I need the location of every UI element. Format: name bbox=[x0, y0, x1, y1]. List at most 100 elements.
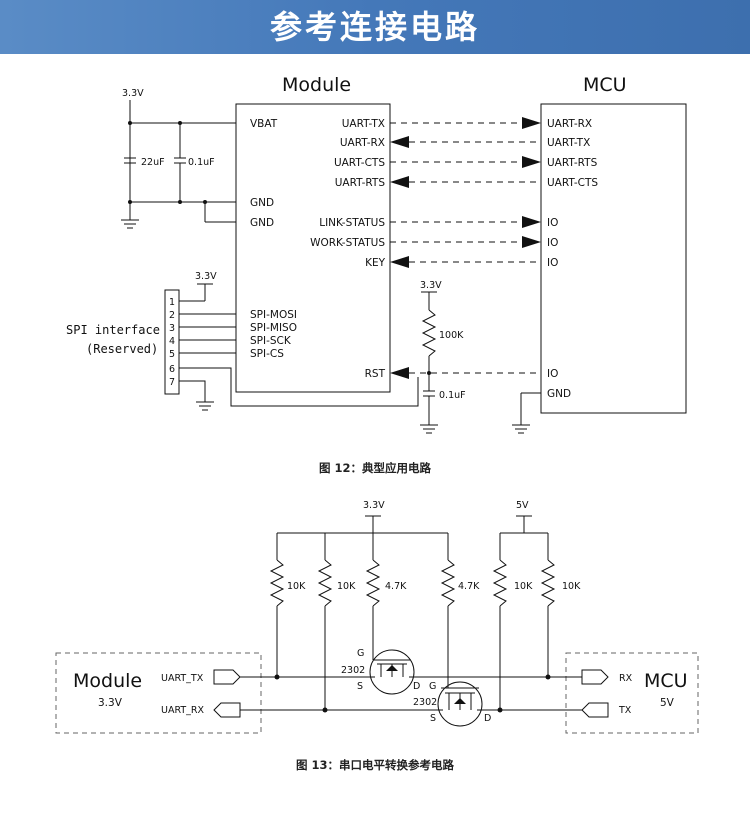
arrow-left-icon bbox=[390, 176, 409, 188]
mcu-pin-uart-rx: UART-RX bbox=[547, 118, 592, 130]
res-col-1: 10K bbox=[269, 533, 306, 677]
arrow-right-icon bbox=[522, 156, 541, 168]
arrow-right-icon bbox=[522, 236, 541, 248]
rx-label: RX bbox=[619, 673, 633, 684]
figure-13-caption: 图 13：串口电平转换参考电路 bbox=[296, 758, 455, 772]
module-box bbox=[235, 103, 391, 393]
rst-supply-label: 3.3V bbox=[420, 280, 442, 291]
spi-reserved-label: (Reserved) bbox=[86, 342, 158, 356]
mcu-box bbox=[540, 103, 687, 414]
pin-gnd-2: GND bbox=[250, 217, 274, 229]
uart-rx-label: UART_RX bbox=[161, 705, 205, 716]
figure-12-caption: 图 12：典型应用电路 bbox=[319, 461, 432, 475]
mcu-pin-gnd: GND bbox=[547, 388, 571, 400]
res-col-6: 10K bbox=[540, 533, 581, 677]
mosfet-q1: G 2302 S D bbox=[341, 648, 420, 695]
spi-pin-6: 6 bbox=[169, 364, 175, 375]
module-label-2: Module bbox=[73, 670, 142, 692]
pin-uart-cts: UART-CTS bbox=[334, 157, 385, 169]
pin-uart-rx: UART-RX bbox=[340, 137, 385, 149]
pin-link-status: LINK-STATUS bbox=[319, 217, 385, 229]
page-title: 参考连接电路 bbox=[269, 8, 480, 46]
pin-spi-cs: SPI-CS bbox=[250, 348, 284, 360]
arrow-left-icon bbox=[390, 136, 409, 148]
spi-header bbox=[164, 289, 180, 395]
arrow-right-icon bbox=[522, 216, 541, 228]
port-out-icon bbox=[213, 669, 241, 685]
arrow-up-icon bbox=[454, 698, 466, 704]
mcu-pin-io-2: IO bbox=[547, 237, 558, 249]
res-label-5: 10K bbox=[514, 581, 533, 592]
supply-5v-label: 5V bbox=[516, 500, 529, 511]
pin-spi-miso: SPI-MISO bbox=[250, 322, 297, 334]
mosfet-q2: G 2302 S D bbox=[413, 681, 491, 727]
pin-key: KEY bbox=[365, 257, 386, 269]
res-label-2: 10K bbox=[337, 581, 356, 592]
q1-gate-label: G bbox=[357, 648, 364, 659]
pin-rst: RST bbox=[365, 368, 386, 380]
arrow-left-icon bbox=[390, 256, 409, 268]
rst-res-label: 100K bbox=[439, 330, 464, 341]
pin-uart-rts: UART-RTS bbox=[335, 177, 386, 189]
mcu-pin-io-4: IO bbox=[547, 368, 558, 380]
res-label-6: 10K bbox=[562, 581, 581, 592]
mcu-dashed-box bbox=[565, 652, 699, 734]
q2-drain-label: D bbox=[484, 713, 491, 724]
mcu-voltage-label: 5V bbox=[660, 697, 675, 709]
cap-01uf-label: 0.1uF bbox=[188, 157, 215, 168]
res-label-4: 4.7K bbox=[458, 581, 480, 592]
header-bar bbox=[0, 0, 750, 54]
supply-3v3-label-2: 3.3V bbox=[363, 500, 385, 511]
q1-part-label: 2302 bbox=[341, 665, 365, 676]
spi-supply-label: 3.3V bbox=[195, 271, 217, 282]
figure-12-typical-application: Module MCU 3.3V 22uF 0.1uF VBAT GND bbox=[66, 74, 687, 475]
pin-uart-tx: UART-TX bbox=[342, 118, 385, 130]
res-col-5: 10K bbox=[492, 533, 533, 710]
res-col-4: 4.7K bbox=[440, 533, 480, 688]
pin-work-status: WORK-STATUS bbox=[310, 237, 385, 249]
mcu-pin-uart-cts: UART-CTS bbox=[547, 177, 598, 189]
arrow-right-icon bbox=[522, 117, 541, 129]
mcu-title: MCU bbox=[583, 74, 627, 96]
q1-source-label: S bbox=[357, 681, 363, 692]
port-out-icon bbox=[581, 702, 609, 718]
figure-13-level-shift: 3.3V 5V 10K 10K 4.7K bbox=[55, 500, 699, 772]
pin-vbat: VBAT bbox=[250, 118, 278, 130]
q1-drain-label: D bbox=[413, 681, 420, 692]
spi-pin-2: 2 bbox=[169, 310, 175, 321]
arrow-left-icon bbox=[390, 367, 409, 379]
res-label-1: 10K bbox=[287, 581, 306, 592]
spi-pin-1: 1 bbox=[169, 297, 175, 308]
pin-spi-sck: SPI-SCK bbox=[250, 335, 292, 347]
pin-gnd-1: GND bbox=[250, 197, 274, 209]
spi-pin-7: 7 bbox=[169, 377, 175, 388]
mcu-pin-io-3: IO bbox=[547, 257, 558, 269]
q2-part-label: 2302 bbox=[413, 697, 437, 708]
mcu-pin-uart-tx: UART-TX bbox=[547, 137, 590, 149]
module-voltage-label: 3.3V bbox=[98, 697, 123, 709]
mcu-label-2: MCU bbox=[644, 670, 688, 692]
port-in-icon bbox=[213, 702, 241, 718]
uart-tx-label: UART_TX bbox=[161, 673, 204, 684]
res-col-3: 4.7K bbox=[365, 533, 407, 660]
pin-spi-mosi: SPI-MOSI bbox=[250, 309, 297, 321]
res-col-2: 10K bbox=[317, 533, 356, 710]
port-in-icon bbox=[581, 669, 609, 685]
supply-3v3-label: 3.3V bbox=[122, 88, 144, 99]
mcu-pin-uart-rts: UART-RTS bbox=[547, 157, 598, 169]
spi-pin-4: 4 bbox=[169, 336, 175, 347]
cap-22uf-label: 22uF bbox=[141, 157, 165, 168]
q2-source-label: S bbox=[430, 713, 436, 724]
res-label-3: 4.7K bbox=[385, 581, 407, 592]
module-dashed-box bbox=[55, 652, 262, 734]
q2-gate-label: G bbox=[429, 681, 436, 692]
spi-pin-5: 5 bbox=[169, 349, 175, 360]
module-title: Module bbox=[282, 74, 351, 96]
spi-interface-label: SPI interface bbox=[66, 323, 160, 337]
arrow-up-icon bbox=[386, 665, 398, 671]
tx-label: TX bbox=[618, 705, 632, 716]
mcu-pin-io-1: IO bbox=[547, 217, 558, 229]
spi-pin-3: 3 bbox=[169, 323, 175, 334]
rst-cap-label: 0.1uF bbox=[439, 390, 466, 401]
